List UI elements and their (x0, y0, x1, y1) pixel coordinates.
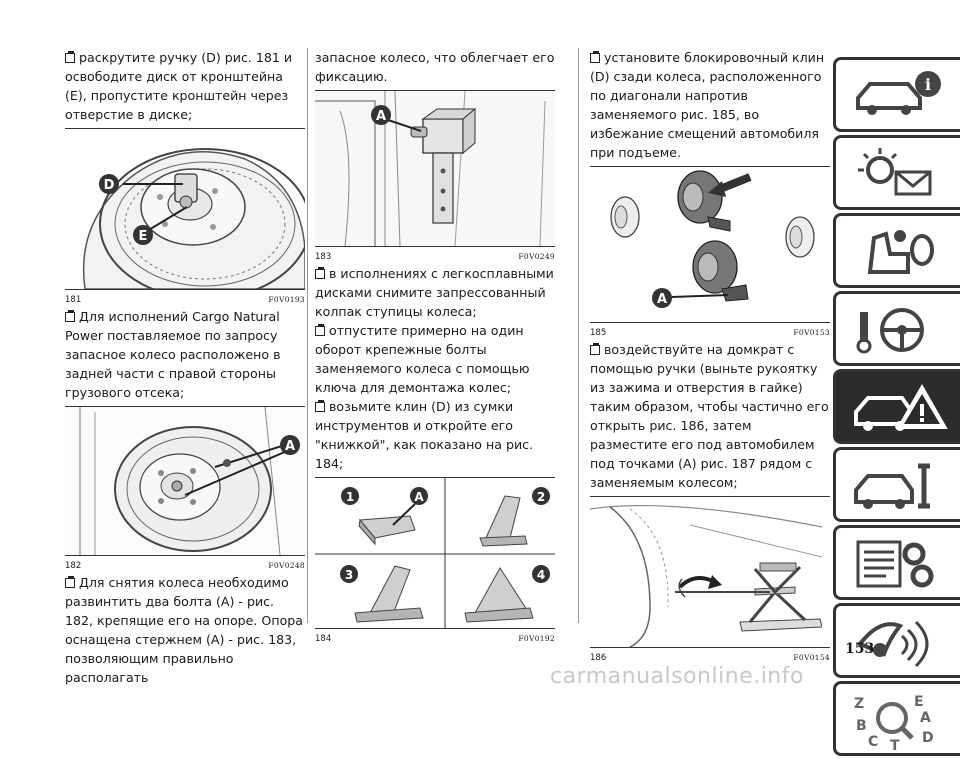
column-divider (307, 48, 308, 623)
page-number: 153 (845, 641, 875, 657)
index-letter: D (922, 730, 934, 746)
checkbox-bullet-icon (65, 51, 75, 63)
figure-number: 183 (315, 252, 332, 262)
paragraph: отпустите примерно на один оборот крепеж… (315, 323, 530, 395)
figure-caption: 182 F0V0248 (65, 558, 305, 573)
figure-183: A (315, 90, 555, 247)
paragraph: в исполнениях с легкосплавными дисками с… (315, 266, 554, 319)
index-letter: B (856, 718, 867, 734)
figure-code: F0V0192 (518, 634, 555, 643)
figure-182: A (65, 406, 305, 556)
tab-emergency[interactable] (833, 369, 960, 444)
figure-caption: 185 F0V0153 (590, 325, 830, 340)
index-letter: Z (854, 696, 864, 712)
figure-caption: 183 F0V0249 (315, 249, 555, 264)
figure-number: 186 (590, 653, 607, 663)
paragraph: раскрутите ручку (D) рис. 181 и освободи… (65, 50, 293, 122)
paragraph: возьмите клин (D) из сумки инструментов … (315, 399, 534, 471)
jack-illustration (590, 505, 822, 647)
column-1: раскрутите ручку (D) рис. 181 и освободи… (65, 48, 305, 687)
section-tabs: i (833, 57, 960, 759)
column-2: запасное колесо, что облегчает его фикса… (315, 48, 555, 646)
checkbox-bullet-icon (590, 343, 600, 355)
figure-code: F0V0153 (793, 328, 830, 337)
emergency-icon (854, 383, 948, 431)
figure-number: 185 (590, 328, 607, 338)
callout-label-a: A (376, 109, 386, 124)
spare-wheel-bracket-illustration: D E (82, 148, 305, 289)
checkbox-bullet-icon (315, 267, 325, 279)
watermark: carmanualsonline.info (550, 664, 804, 689)
tab-maintenance[interactable] (833, 447, 960, 522)
step-number-2: 2 (537, 490, 545, 504)
lights-message-icon (858, 148, 932, 196)
wheel-chock-steps-illustration: 1 A 2 3 4 (315, 478, 555, 628)
index-letter: T (890, 738, 900, 752)
checkbox-bullet-icon (65, 576, 75, 588)
specifications-icon (856, 540, 934, 588)
checkbox-bullet-icon (315, 324, 325, 336)
paragraph: Для снятия колеса необходимо развинтить … (65, 575, 303, 685)
figure-number: 184 (315, 634, 332, 644)
tab-car-info[interactable]: i (833, 57, 960, 132)
figure-code: F0V0193 (268, 295, 305, 304)
paragraph: воздействуйте на домкрат с помощью ручки… (590, 342, 829, 490)
checkbox-bullet-icon (315, 400, 325, 412)
figure-caption: 184 F0V0192 (315, 631, 555, 646)
chock-placement-illustration: A (610, 170, 815, 308)
paragraph: Для исполнений Cargo Natural Power поста… (65, 309, 281, 400)
figure-184: 1 A 2 3 4 (315, 477, 555, 629)
index-letter: C (868, 734, 878, 750)
tab-lights-messages[interactable] (833, 135, 960, 210)
index-letter: E (914, 694, 924, 710)
column-3: установите блокировочный клин (D) сзади … (590, 48, 830, 665)
tab-specifications[interactable] (833, 525, 960, 600)
car-service-icon (854, 463, 930, 509)
tab-multimedia[interactable] (833, 603, 960, 678)
callout-label-a: A (414, 490, 424, 504)
figure-number: 181 (65, 295, 82, 305)
svg-text:i: i (925, 75, 931, 94)
figure-code: F0V0154 (793, 653, 830, 662)
callout-label-d: D (104, 178, 115, 193)
tab-index[interactable]: Z E A B C T D (833, 681, 960, 756)
index-letter: A (920, 710, 931, 726)
column-divider (578, 48, 579, 623)
step-number-1: 1 (346, 490, 354, 504)
index-icon: Z E A B C T D (854, 694, 934, 752)
figure-code: F0V0249 (518, 252, 555, 261)
callout-label-a: A (285, 439, 295, 454)
figure-caption: 181 F0V0193 (65, 292, 305, 307)
airbag-seat-icon (867, 230, 934, 274)
step-number-3: 3 (345, 568, 353, 582)
figure-181: D E (65, 128, 305, 290)
paragraph: запасное колесо, что облегчает его фикса… (315, 50, 555, 84)
step-number-4: 4 (537, 568, 545, 582)
cargo-spare-wheel-illustration: A (65, 407, 305, 555)
multimedia-icon (856, 620, 929, 668)
callout-label-e: E (139, 229, 148, 244)
figure-caption: 186 F0V0154 (590, 650, 830, 665)
support-rod-illustration: A (315, 91, 555, 246)
figure-number: 182 (65, 561, 82, 571)
figure-185: A (590, 166, 830, 323)
tab-safety[interactable] (833, 213, 960, 288)
paragraph: установите блокировочный клин (D) сзади … (590, 50, 825, 160)
steering-icon (856, 308, 924, 354)
figure-186 (590, 496, 830, 648)
callout-label-a: A (657, 292, 667, 307)
figure-code: F0V0248 (268, 561, 305, 570)
car-info-icon: i (856, 71, 941, 115)
tab-starting-driving[interactable] (833, 291, 960, 366)
checkbox-bullet-icon (65, 310, 75, 322)
checkbox-bullet-icon (590, 51, 600, 63)
